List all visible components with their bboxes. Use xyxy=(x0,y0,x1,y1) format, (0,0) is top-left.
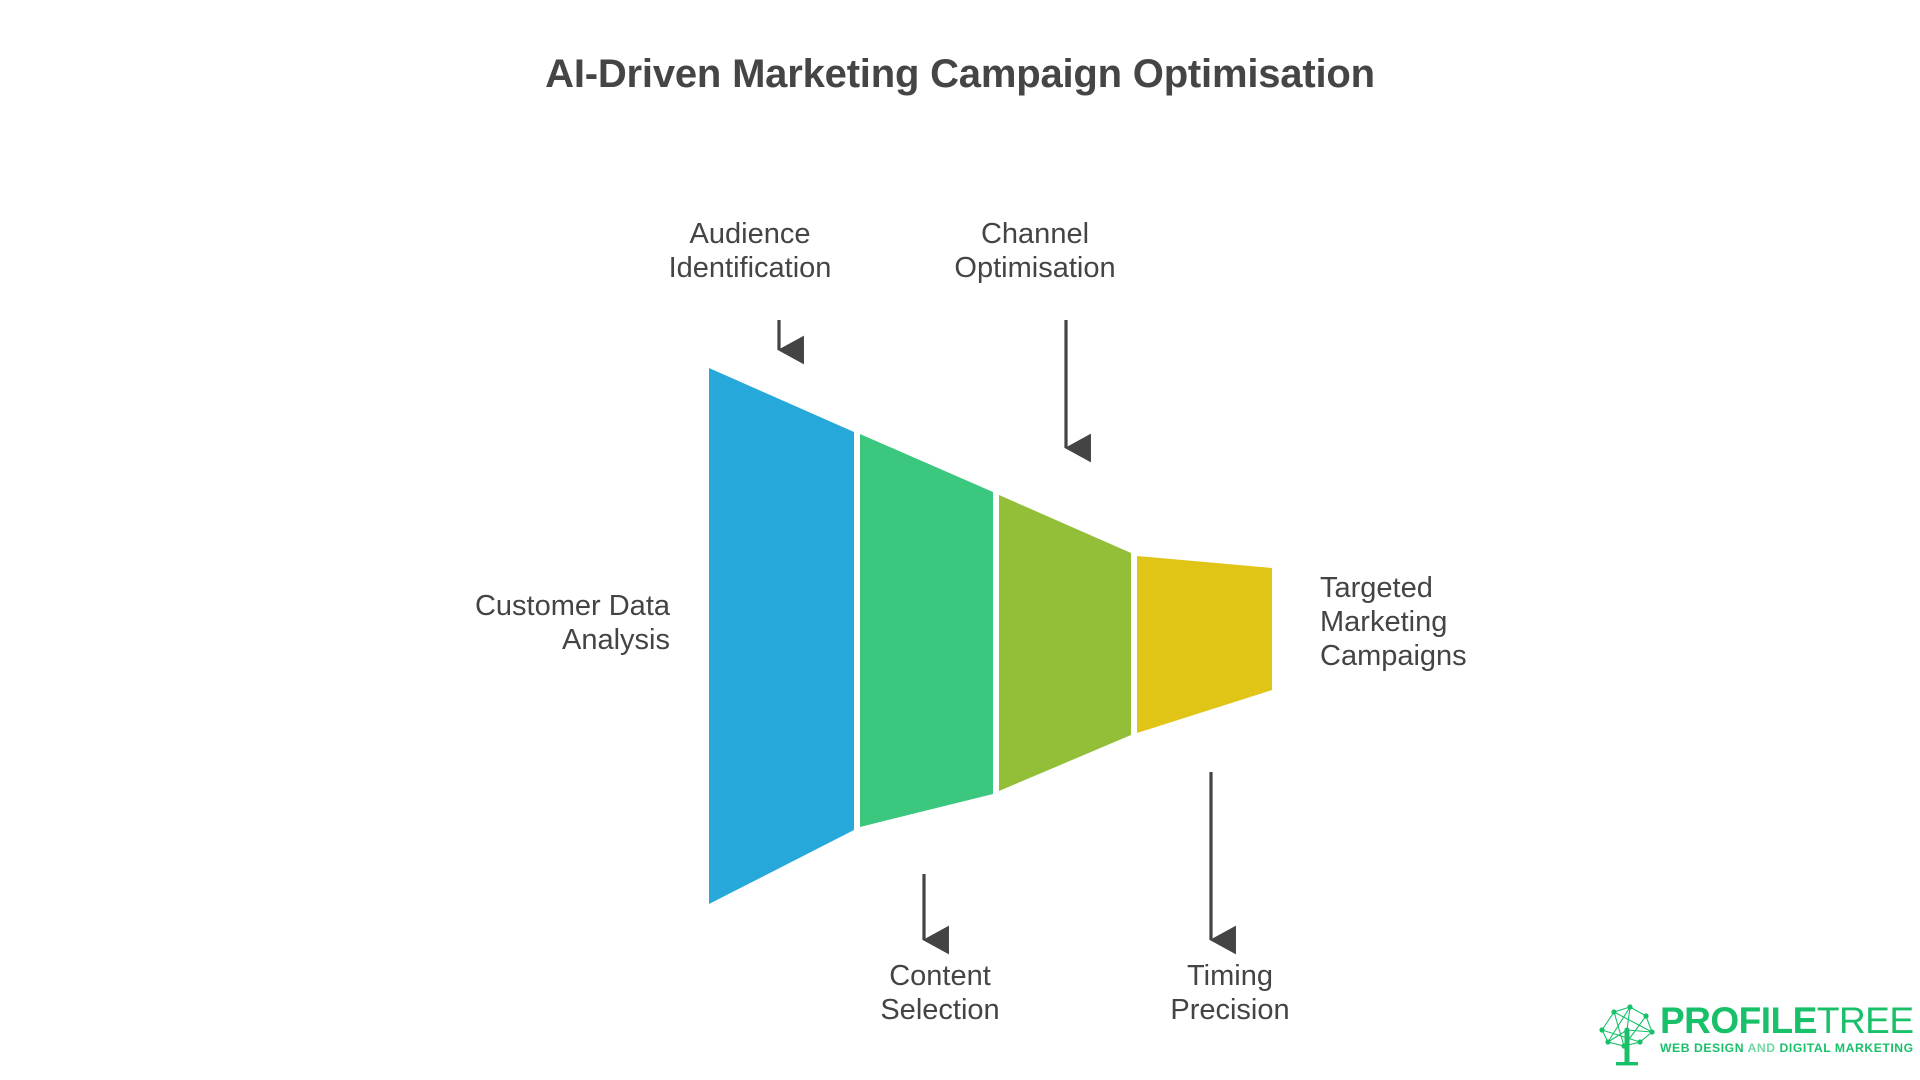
funnel-segment-audience[interactable] xyxy=(709,368,854,904)
logo-tagline: WEB DESIGN AND DIGITAL MARKETING xyxy=(1660,1041,1913,1055)
network-tree-icon xyxy=(1599,1004,1655,1066)
logo-word-tree: TREE xyxy=(1816,1000,1914,1041)
label-content-selection: Content Selection xyxy=(880,960,1000,1026)
logo-word-profile: PROFILE xyxy=(1660,1000,1817,1041)
funnel-segment-timing[interactable] xyxy=(1137,556,1272,733)
page-title: AI-Driven Marketing Campaign Optimisatio… xyxy=(545,52,1375,96)
logo-tagline-part2: DIGITAL MARKETING xyxy=(1775,1041,1914,1055)
label-timing-precision: Timing Precision xyxy=(1170,960,1290,1026)
funnel-segment-channel[interactable] xyxy=(999,495,1131,791)
profiletree-logo[interactable]: PROFILETREE WEB DESIGN AND DIGITAL MARKE… xyxy=(1594,1000,1914,1066)
logo-text: PROFILETREE WEB DESIGN AND DIGITAL MARKE… xyxy=(1660,1000,1914,1056)
funnel-segment-content[interactable] xyxy=(860,434,993,827)
logo-wordmark: PROFILETREE xyxy=(1660,1000,1914,1041)
label-audience-identification: Audience Identification xyxy=(668,218,832,284)
label-targeted-marketing-campaigns: Targeted Marketing Campaigns xyxy=(1320,572,1467,672)
logo-tagline-and: AND xyxy=(1747,1041,1776,1055)
label-channel-optimisation: Channel Optimisation xyxy=(954,218,1116,284)
label-customer-data-analysis: Customer Data Analysis xyxy=(474,590,670,656)
logo-tagline-part1: WEB DESIGN xyxy=(1660,1041,1748,1055)
